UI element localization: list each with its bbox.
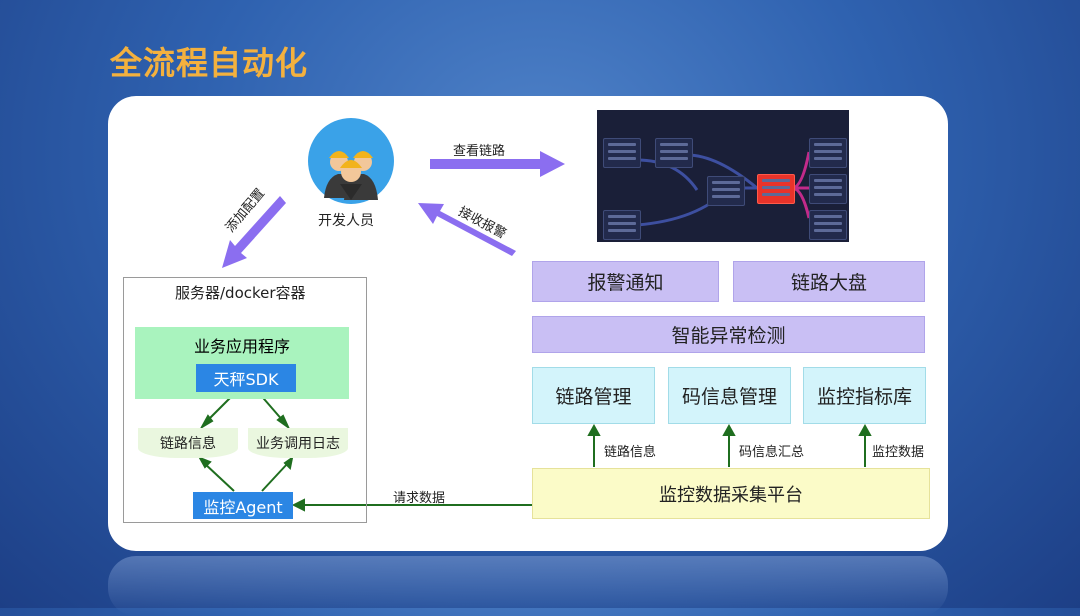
request-data-label: 请求数据 (393, 491, 446, 506)
code-mgmt-box: 码信息管理 (668, 367, 791, 424)
agent-box: 监控Agent (193, 492, 293, 519)
anomaly-detect-box: 智能异常检测 (532, 316, 925, 353)
call-log-note: 业务调用日志 (248, 428, 348, 458)
alarm-notice-box: 报警通知 (532, 261, 719, 302)
server-container (123, 277, 367, 523)
link-dashboard-box: 链路大盘 (733, 261, 925, 302)
page-title: 全流程自动化 (110, 44, 309, 82)
link-info-note: 链路信息 (138, 428, 238, 458)
developer-label: 开发人员 (318, 213, 374, 229)
view-link-label: 查看链路 (453, 144, 506, 159)
link-dashboard-screenshot (597, 110, 849, 242)
sdk-box: 天秤SDK (196, 364, 296, 392)
monitor-data-label: 监控数据 (872, 445, 925, 460)
server-title: 服务器/docker容器 (175, 284, 306, 302)
link-info-label: 链路信息 (604, 445, 657, 460)
panel-reflection (108, 556, 948, 616)
collect-platform-box: 监控数据采集平台 (532, 468, 930, 519)
metric-lib-box: 监控指标库 (803, 367, 926, 424)
code-summary-label: 码信息汇总 (739, 445, 805, 460)
link-mgmt-box: 链路管理 (532, 367, 655, 424)
developer-icon (308, 118, 394, 204)
